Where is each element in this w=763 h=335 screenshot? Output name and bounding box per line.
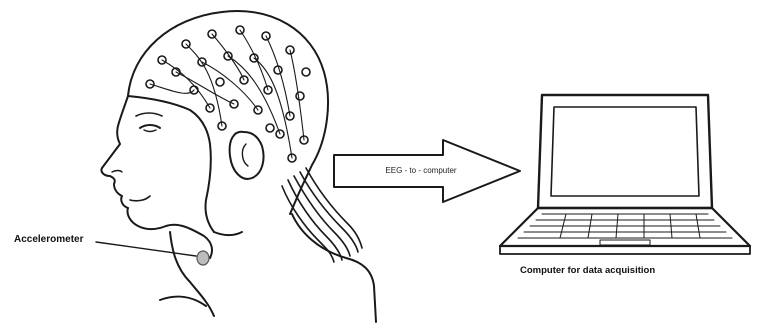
eeg-cap-front-edge (128, 96, 214, 232)
eeg-cap-chin-strap (214, 232, 242, 235)
laptop-icon (500, 95, 750, 254)
neck-front (170, 232, 214, 316)
accelerometer-label: Accelerometer (14, 234, 83, 245)
neck-back (292, 214, 376, 322)
eyebrow (136, 113, 162, 116)
mouth (130, 196, 150, 201)
shoulder (160, 297, 206, 306)
arrow-label: EEG - to - computer (346, 166, 496, 175)
eye (140, 125, 160, 128)
cap-wires (150, 30, 304, 158)
keyboard-keys (518, 214, 732, 238)
face-profile (101, 96, 212, 258)
ear (230, 132, 264, 179)
laptop-caption: Computer for data acquisition (520, 265, 655, 276)
accelerometer-sensor (96, 242, 209, 265)
